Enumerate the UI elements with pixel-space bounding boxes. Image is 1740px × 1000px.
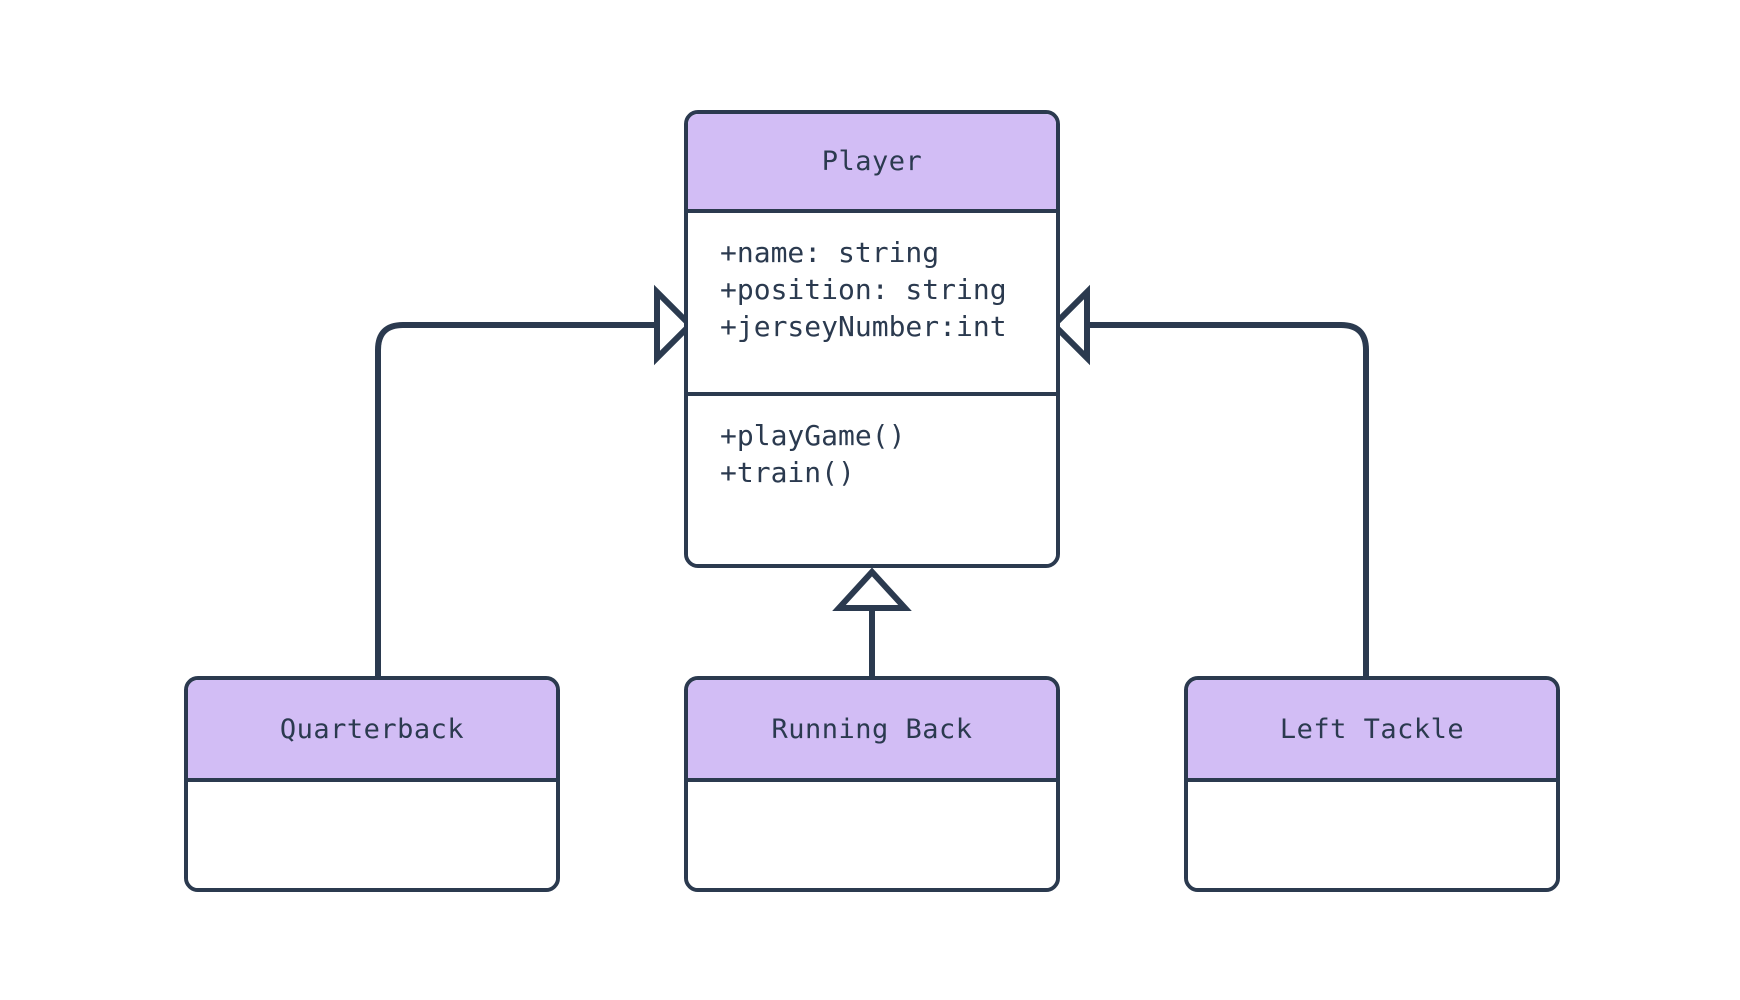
class-name-left-tackle: Left Tackle — [1188, 680, 1556, 782]
arrowhead-generalization-right — [1049, 284, 1090, 366]
attributes-compartment-player: +name: string +position: string +jerseyN… — [688, 213, 1056, 392]
members-compartment-quarterback — [188, 782, 556, 888]
members-compartment-running-back — [688, 782, 1056, 888]
arrowhead-generalization-left — [654, 284, 695, 366]
class-box-quarterback[interactable]: Quarterback — [184, 676, 560, 892]
attribute-line: +jerseyNumber:int — [720, 309, 1007, 343]
edge-lefttackle-to-player — [1087, 322, 1369, 676]
edge-quarterback-to-player — [375, 322, 657, 676]
class-name-running-back: Running Back — [688, 680, 1056, 782]
class-name-player: Player — [688, 114, 1056, 213]
members-compartment-left-tackle — [1188, 782, 1556, 888]
arrowhead-generalization-bottom — [832, 567, 912, 611]
method-line: +playGame() — [720, 419, 906, 452]
attribute-line: +position: string — [720, 272, 1007, 306]
class-name-quarterback: Quarterback — [188, 680, 556, 782]
class-box-player[interactable]: Player +name: string +position: string +… — [684, 110, 1060, 568]
methods-compartment-player: +playGame() +train() — [688, 392, 1056, 564]
class-box-running-back[interactable]: Running Back — [684, 676, 1060, 892]
method-line: +train() — [720, 455, 855, 489]
attribute-line: +name: string — [720, 236, 940, 269]
class-box-left-tackle[interactable]: Left Tackle — [1184, 676, 1560, 892]
